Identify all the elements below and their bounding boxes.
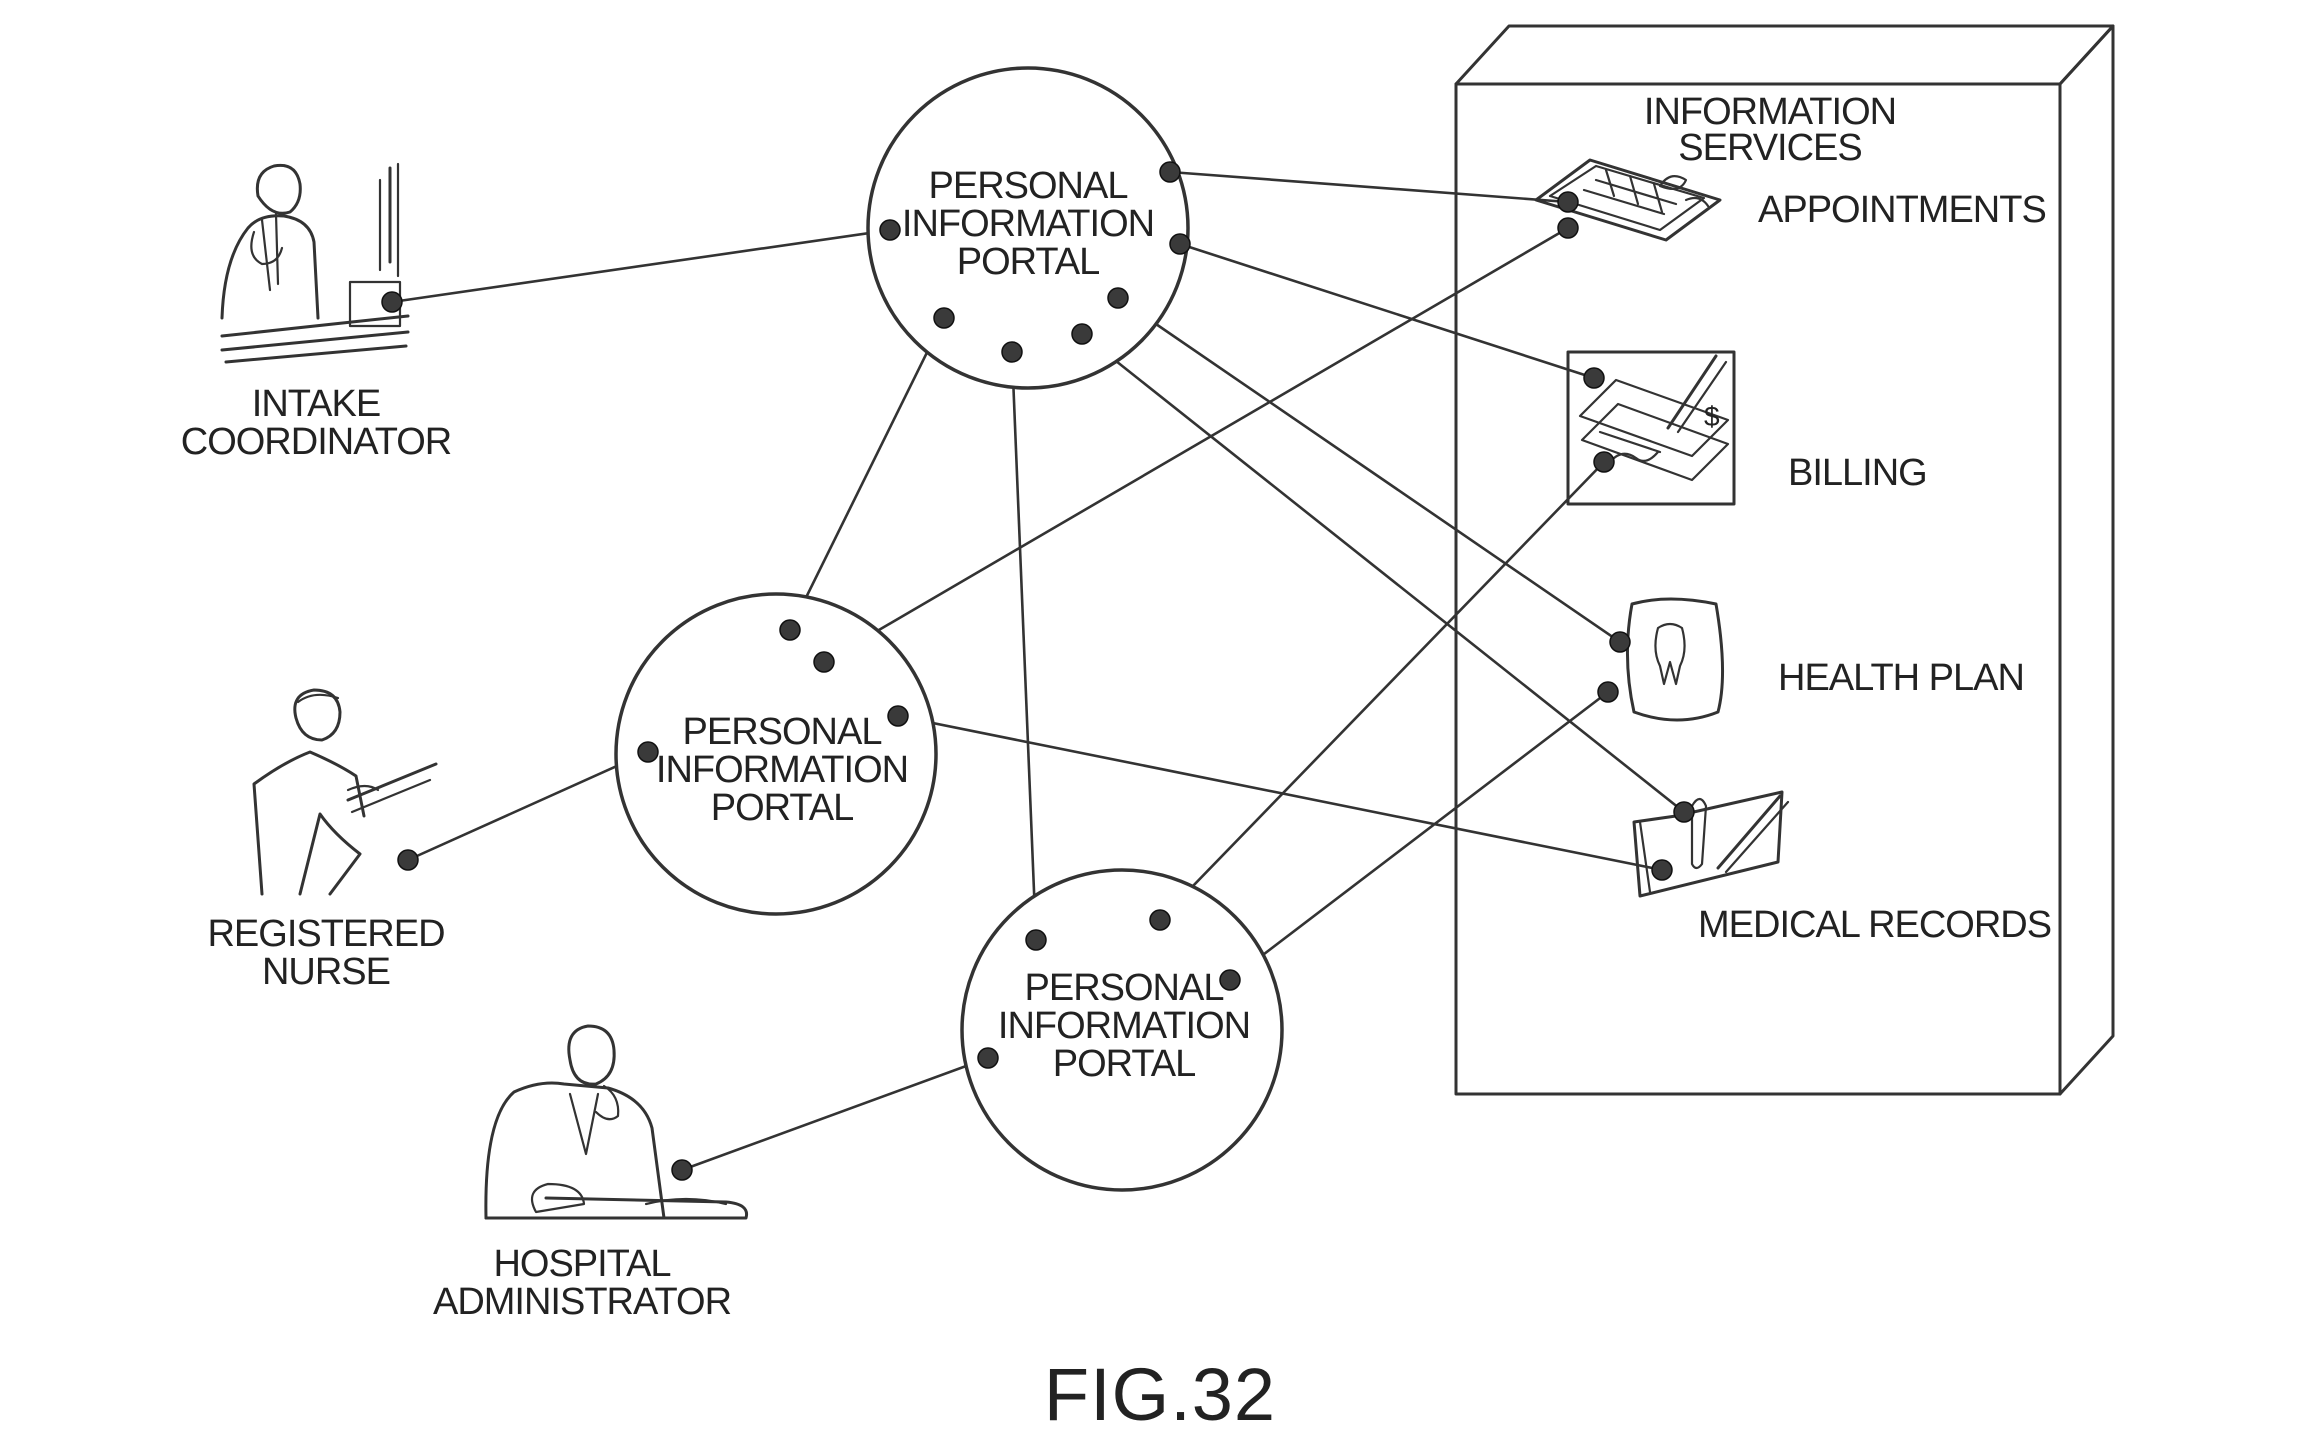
intake-to-top-portal-line: [391, 228, 891, 304]
dot-medical-records-lower: [1651, 859, 1673, 881]
intake-coordinator: INTAKE COORDINATOR: [181, 162, 452, 463]
portal-bottom-line-3: PORTAL: [1053, 1043, 1196, 1085]
portal-middle: PERSONAL INFORMATION PORTAL: [614, 592, 938, 916]
portal-bottom: PERSONAL INFORMATION PORTAL: [960, 868, 1284, 1192]
dot-billing-upper: [1583, 367, 1605, 389]
top-portal-to-middle-portal-line: [788, 317, 946, 631]
dot-top-portal-bottom: [1001, 341, 1023, 363]
dot-appointments-lower: [1557, 217, 1579, 239]
intake-coordinator-line-2: COORDINATOR: [181, 421, 452, 463]
portal-top-line-2: INFORMATION: [902, 203, 1154, 245]
portal-top: PERSONAL INFORMATION PORTAL: [866, 66, 1190, 390]
services-title-line-2: SERVICES: [1678, 127, 1861, 169]
portal-middle-line-2: INFORMATION: [656, 749, 908, 791]
dot-administrator: [671, 1159, 693, 1181]
dot-middle-portal-upper: [813, 651, 835, 673]
portal-top-line-3: PORTAL: [957, 241, 1100, 283]
hospital-administrator-line-2: ADMINISTRATOR: [433, 1281, 731, 1323]
registered-nurse: REGISTERED NURSE: [207, 688, 446, 993]
medical-records-label: MEDICAL RECORDS: [1698, 904, 2051, 946]
top-portal-to-bottom-portal-line: [1010, 351, 1038, 941]
dot-top-portal-left: [879, 219, 901, 241]
bottom-portal-to-health-plan-line: [1229, 690, 1609, 982]
dot-billing-lower: [1593, 451, 1615, 473]
admin-to-bottom-portal-line: [681, 1056, 989, 1172]
portal-middle-circle: [614, 592, 938, 916]
dollar-sign: $: [1704, 401, 1720, 432]
dot-bottom-portal-upper-right: [1149, 909, 1171, 931]
person-on-phone-icon: [484, 1024, 749, 1220]
appointments-label: APPOINTMENTS: [1758, 189, 2046, 231]
dot-nurse: [397, 849, 419, 871]
services-box-top: [1454, 24, 2115, 86]
connection-lines: [391, 170, 1685, 1172]
dot-bottom-portal-left: [977, 1047, 999, 1069]
dot-top-portal-upper-right: [1159, 161, 1181, 183]
dot-bottom-portal-right: [1219, 969, 1241, 991]
health-plan-label: HEALTH PLAN: [1778, 657, 2024, 699]
top-portal-to-health-plan-line: [1117, 296, 1621, 644]
middle-portal-to-appointments-line: [823, 226, 1569, 664]
portal-top-line-1: PERSONAL: [929, 165, 1128, 207]
hospital-administrator-line-1: HOSPITAL: [493, 1243, 670, 1285]
portal-top-circle: [866, 66, 1190, 390]
intake-coordinator-line-1: INTAKE: [252, 383, 380, 425]
portal-bottom-circle: [960, 868, 1284, 1192]
portal-middle-line-1: PERSONAL: [683, 711, 882, 753]
registered-nurse-line-2: NURSE: [262, 951, 390, 993]
middle-portal-to-medical-records-line: [897, 714, 1663, 872]
dot-bottom-portal-top: [1025, 929, 1047, 951]
dot-middle-portal-top: [779, 619, 801, 641]
dot-health-plan-upper: [1609, 631, 1631, 653]
record-pen-icon: [1632, 790, 1790, 898]
person-at-computer-icon: [220, 162, 410, 364]
hospital-administrator: HOSPITAL ADMINISTRATOR: [433, 1024, 749, 1323]
portal-middle-line-3: PORTAL: [711, 787, 854, 829]
dot-middle-portal-left: [637, 741, 659, 763]
portal-bottom-line-2: INFORMATION: [998, 1005, 1250, 1047]
connection-dots: [381, 161, 1695, 1181]
dot-middle-portal-right: [887, 705, 909, 727]
portal-bottom-line-1: PERSONAL: [1025, 967, 1224, 1009]
nurse-to-middle-portal-line: [407, 750, 649, 862]
services-title-line-1: INFORMATION: [1644, 91, 1896, 133]
dot-top-portal-bottom-right: [1071, 323, 1093, 345]
nurse-with-clipboard-icon: [252, 688, 438, 896]
tooth-card-icon: [1625, 597, 1725, 722]
bottom-portal-to-billing-line: [1159, 461, 1605, 921]
check-payment-icon: $: [1566, 350, 1736, 506]
billing-label: BILLING: [1788, 452, 1927, 494]
dot-top-portal-right: [1169, 233, 1191, 255]
services-box-side: [2058, 24, 2115, 1096]
figure-label: FIG.32: [1044, 1353, 1276, 1436]
dot-top-portal-lower-right: [1107, 287, 1129, 309]
information-services-box: INFORMATION SERVICES APPOINTMENTS BILLIN…: [1454, 24, 2115, 1096]
top-portal-to-medical-records-line: [1081, 332, 1685, 814]
dot-medical-records-upper: [1673, 801, 1695, 823]
top-portal-to-appointments-line: [1169, 170, 1569, 204]
dot-intake: [381, 291, 403, 313]
registered-nurse-line-1: REGISTERED: [207, 913, 444, 955]
dot-health-plan-lower: [1597, 681, 1619, 703]
dot-appointments-upper: [1557, 191, 1579, 213]
top-portal-to-billing-line: [1179, 242, 1595, 380]
calendar-icon: [1534, 158, 1722, 242]
dot-top-portal-bottom-left: [933, 307, 955, 329]
